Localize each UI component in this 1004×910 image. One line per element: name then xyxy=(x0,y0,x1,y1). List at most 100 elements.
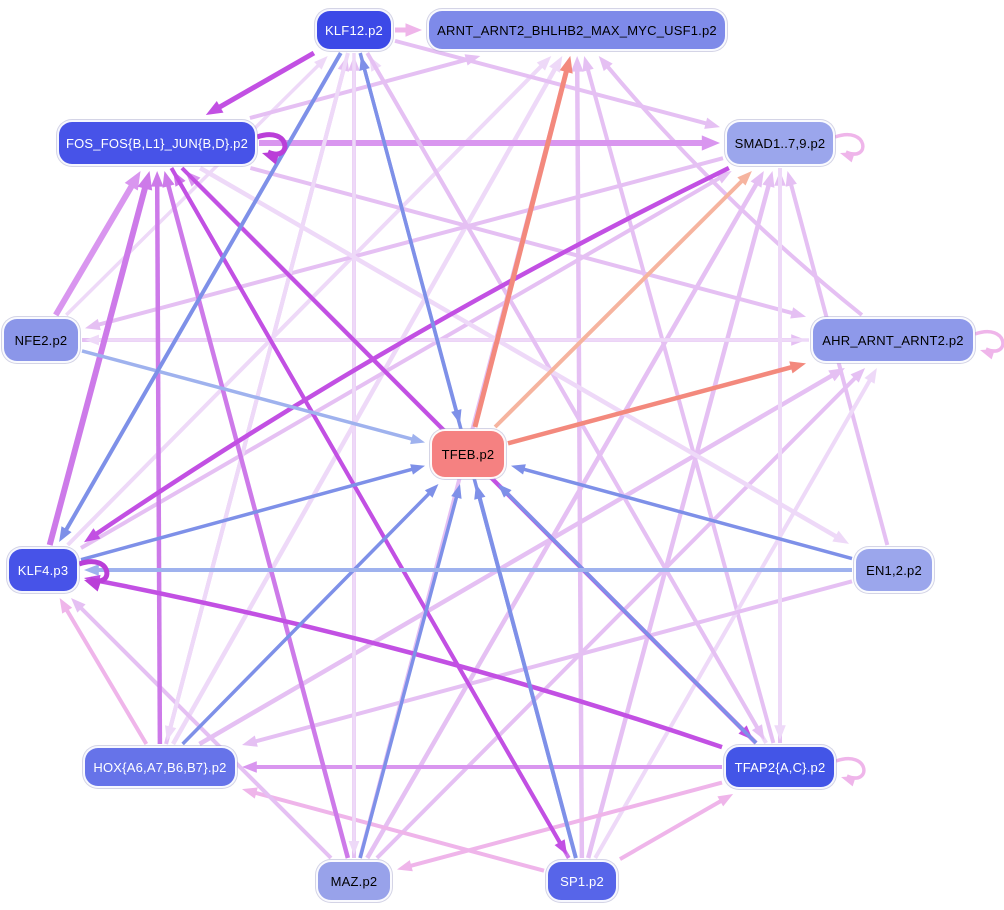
edge-maz-smad[interactable] xyxy=(365,180,760,860)
self-loop-smad-arrowhead[interactable] xyxy=(840,152,855,163)
edge-maz-tfeb-arrowhead[interactable] xyxy=(451,484,462,499)
node-en1-2[interactable]: EN1,2.p2 xyxy=(854,547,934,593)
edge-klf4-tfeb[interactable] xyxy=(80,466,415,562)
edge-tfeb-smad[interactable] xyxy=(493,177,745,429)
edge-maz-fos-arrowhead[interactable] xyxy=(162,171,175,188)
edge-hox-fos[interactable] xyxy=(154,183,163,745)
node-maz[interactable]: MAZ.p2 xyxy=(316,860,392,902)
edge-smad-nfe2-arrowhead[interactable] xyxy=(85,318,101,331)
edge-klf4-fos-arrowhead[interactable] xyxy=(137,171,153,191)
edge-sp1-arnt[interactable] xyxy=(574,68,585,859)
edge-fos-arnt[interactable] xyxy=(249,57,470,120)
edge-sp1-tfap2-arrowhead[interactable] xyxy=(717,794,734,807)
edge-hox-ahr-arrowhead[interactable] xyxy=(828,368,845,382)
edge-tfeb-arnt-arrowhead[interactable] xyxy=(559,56,573,74)
node-smad[interactable]: SMAD1..7,9.p2 xyxy=(725,120,835,166)
edge-sp1-smad-arrowhead[interactable] xyxy=(762,171,775,188)
edge-nfe2-tfeb-arrowhead[interactable] xyxy=(410,433,425,445)
node-arnt-arnt2-bhlhb2-max-myc-usf1[interactable]: ARNT_ARNT2_BHLHB2_MAX_MYC_USF1.p2 xyxy=(427,9,727,51)
edge-sp1-arnt-arrowhead[interactable] xyxy=(570,56,584,72)
edge-ahr-nfe2-arrowhead[interactable] xyxy=(85,334,99,346)
edge-klf12-klf4-arrowhead[interactable] xyxy=(59,526,72,542)
edge-klf4-smad[interactable] xyxy=(79,175,723,550)
edge-smad-tfap2-arrowhead[interactable] xyxy=(774,725,786,740)
edge-fos-en12[interactable] xyxy=(199,166,840,540)
edge-tfap2-tfeb-arrowhead[interactable] xyxy=(497,484,512,498)
self-loop-smad[interactable] xyxy=(834,133,865,156)
edge-tfap2-arnt-arrowhead[interactable] xyxy=(582,56,594,72)
edge-hox-klf4-arrowhead[interactable] xyxy=(59,598,73,614)
edge-maz-tfeb[interactable] xyxy=(358,494,459,859)
edge-en12-smad-arrowhead[interactable] xyxy=(785,171,797,187)
node-fos-jun[interactable]: FOS_FOS{B,L1}_JUN{B,D}.p2 xyxy=(57,120,257,166)
edge-maz-smad-arrowhead[interactable] xyxy=(750,171,764,188)
edge-klf12-klf4[interactable] xyxy=(63,52,343,533)
edge-ahr-arnt-arrowhead[interactable] xyxy=(598,56,613,72)
edge-smad-klf4-arrowhead[interactable] xyxy=(84,528,101,543)
edge-maz-ahr[interactable] xyxy=(375,374,859,860)
edge-hox-fos-arrowhead[interactable] xyxy=(150,171,164,187)
edge-en12-klf4-arrowhead[interactable] xyxy=(84,564,99,576)
edge-tfeb-smad-arrowhead[interactable] xyxy=(737,171,752,186)
self-loop-ahr-arrowhead[interactable] xyxy=(980,349,995,360)
edge-hox-tfeb[interactable] xyxy=(181,490,432,746)
edge-maz-fos[interactable] xyxy=(165,182,351,859)
edge-sp1-ahr[interactable] xyxy=(593,377,873,859)
edge-klf4-tfeb-arrowhead[interactable] xyxy=(410,464,425,475)
self-loop-ahr[interactable] xyxy=(974,330,1004,353)
edge-nfe2-fos[interactable] xyxy=(53,182,136,317)
edge-klf12-maz-arrowhead[interactable] xyxy=(348,841,360,855)
edge-klf12-arnt-arrowhead[interactable] xyxy=(405,23,423,37)
edge-sp1-ahr-arrowhead[interactable] xyxy=(864,368,877,384)
edge-smad-klf4[interactable] xyxy=(93,165,730,538)
edge-klf12-smad[interactable] xyxy=(394,38,710,126)
edge-klf12-tfap2[interactable] xyxy=(365,51,761,731)
edge-hox-arnt[interactable] xyxy=(171,65,559,746)
edge-sp1-hox-arrowhead[interactable] xyxy=(242,787,258,799)
node-klf4[interactable]: KLF4.p3 xyxy=(7,547,79,593)
node-hox[interactable]: HOX{A6,A7,B6,B7}.p2 xyxy=(83,746,237,788)
edge-sp1-hox[interactable] xyxy=(252,790,545,873)
edge-fos-sp1-arrowhead[interactable] xyxy=(554,839,568,855)
edge-nfe2-tfeb[interactable] xyxy=(81,349,415,442)
edge-sp1-klf12-arrowhead[interactable] xyxy=(359,56,370,71)
node-nfe2[interactable]: NFE2.p2 xyxy=(2,317,80,363)
edge-hox-klf4[interactable] xyxy=(63,607,149,746)
edge-maz-klf4[interactable] xyxy=(77,604,333,860)
edge-tfap2-tfeb[interactable] xyxy=(504,490,758,745)
edge-sp1-tfap2[interactable] xyxy=(619,798,724,861)
edge-fos-smad-arrowhead[interactable] xyxy=(701,135,720,151)
edge-en12-hox-arrowhead[interactable] xyxy=(242,735,258,747)
self-loop-tfap2[interactable] xyxy=(835,757,866,780)
edge-klf12-hox[interactable] xyxy=(167,52,350,731)
edge-klf4-fos[interactable] xyxy=(46,184,149,546)
self-loop-tfap2-arrowhead[interactable] xyxy=(841,776,856,787)
edge-fos-sp1[interactable] xyxy=(169,167,563,846)
node-ahr-arnt-arnt2[interactable]: AHR_ARNT_ARNT2.p2 xyxy=(811,317,975,363)
edge-maz-klf4-arrowhead[interactable] xyxy=(71,598,86,613)
edge-tfeb-arnt[interactable] xyxy=(472,68,570,428)
edge-sp1-smad[interactable] xyxy=(585,182,772,859)
edge-tfap2-hox-arrowhead[interactable] xyxy=(242,761,257,773)
node-sp1[interactable]: SP1.p2 xyxy=(546,860,618,902)
edge-nfe2-klf12[interactable] xyxy=(65,62,322,317)
edge-fos-ahr-arrowhead[interactable] xyxy=(790,307,806,319)
edge-nfe2-fos-arrowhead[interactable] xyxy=(124,171,141,191)
edge-tfeb-ahr[interactable] xyxy=(507,364,795,446)
edge-klf12-fos[interactable] xyxy=(216,50,316,111)
edge-hox-ahr[interactable] xyxy=(198,372,836,746)
edge-fos-en12-arrowhead[interactable] xyxy=(832,530,849,544)
edge-hox-arnt-arrowhead[interactable] xyxy=(549,56,563,73)
edge-en12-tfeb-arrowhead[interactable] xyxy=(511,464,526,475)
edge-en12-smad[interactable] xyxy=(788,181,890,546)
edge-tfap2-arnt[interactable] xyxy=(585,66,776,744)
self-loop-klf4-arrowhead[interactable] xyxy=(84,578,102,592)
node-tfap2[interactable]: TFAP2{A,C}.p2 xyxy=(724,745,836,789)
edge-klf12-hox-arrowhead[interactable] xyxy=(165,725,177,741)
edge-en12-tfeb[interactable] xyxy=(521,466,853,561)
edge-maz-ahr-arrowhead[interactable] xyxy=(850,368,866,383)
edge-klf12-smad-arrowhead[interactable] xyxy=(704,117,720,129)
edge-klf12-fos-arrowhead[interactable] xyxy=(205,100,224,115)
edge-hox-tfeb-arrowhead[interactable] xyxy=(424,484,439,498)
